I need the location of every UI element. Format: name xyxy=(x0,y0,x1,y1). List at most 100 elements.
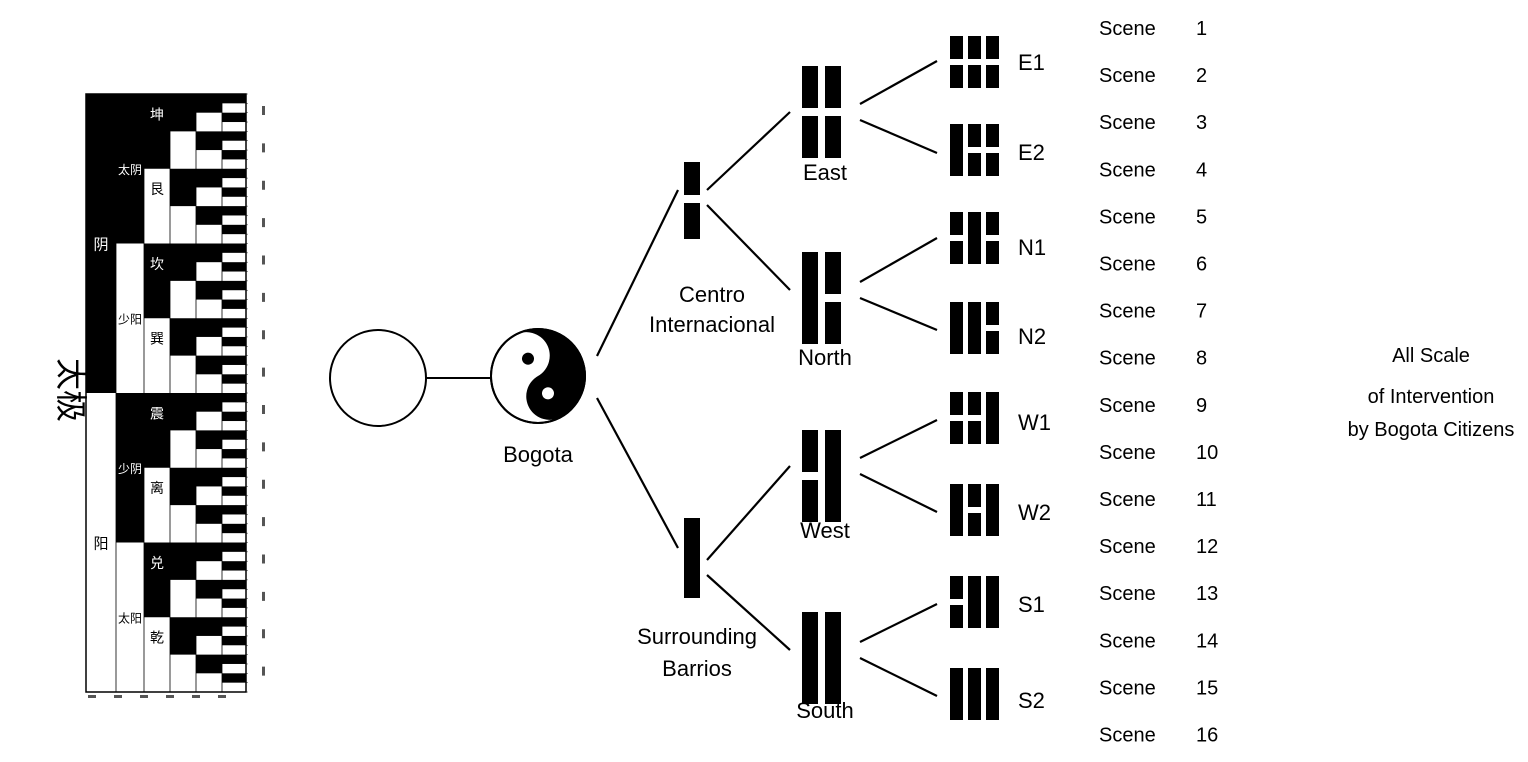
taiji-four-image-label: 太阴 xyxy=(118,162,142,177)
tree-connector-line xyxy=(596,397,679,549)
w2-bar-solid xyxy=(950,484,963,536)
scene-word: Scene xyxy=(1099,65,1156,87)
n1-bar-broken-top xyxy=(950,212,963,235)
e1-bar-broken-top xyxy=(950,36,963,59)
taiji-cell-black xyxy=(170,467,196,506)
east-bar-broken-top xyxy=(802,66,818,108)
taiji-cell-black xyxy=(222,131,246,141)
w1-bar-solid xyxy=(986,392,999,444)
tree-connector-line xyxy=(859,473,938,513)
barrios-bar xyxy=(684,518,700,598)
scene-word: Scene xyxy=(1099,677,1156,699)
taiji-trigram-label: 巽 xyxy=(150,332,164,348)
west-bar-solid xyxy=(825,430,841,522)
taiji-cell-black xyxy=(170,94,196,132)
taiji-cell-black xyxy=(196,318,222,337)
scene-word: Scene xyxy=(1099,489,1156,511)
centro-label-line-1: Centro xyxy=(679,282,745,307)
scene-word: Scene xyxy=(1099,159,1156,181)
taiji-side-note-mark xyxy=(262,218,265,228)
taiji-cell-black xyxy=(196,94,222,113)
tree-connector-line xyxy=(596,189,679,357)
taiji-yang-label: 阳 xyxy=(93,535,108,553)
taiji-cell-black xyxy=(222,542,246,552)
barrios-label-line-1: Surrounding xyxy=(637,624,757,649)
scene-word: Scene xyxy=(1099,301,1156,323)
taiji-cell-black xyxy=(196,168,222,188)
w1-label: W1 xyxy=(1018,410,1051,435)
tree-labels: CentroInternacionalSurroundingBarriosEas… xyxy=(637,50,1051,723)
tree-connector-line xyxy=(859,237,938,283)
scene-number: 7 xyxy=(1196,301,1207,323)
taiji-cell-black xyxy=(196,131,222,151)
taiji-cell-black xyxy=(222,336,246,347)
note-line-1: All Scale xyxy=(1392,345,1470,367)
taiji-bottom-note-mark xyxy=(140,695,148,698)
taiji-bottom-note-mark xyxy=(166,695,174,698)
tree-connector-line xyxy=(859,296,938,332)
taiji-side-note-mark xyxy=(262,367,265,377)
scene-word: Scene xyxy=(1099,112,1156,134)
taiji-cell-black xyxy=(222,224,246,235)
taiji-cell-black xyxy=(196,206,222,225)
taiji-title: 太极 xyxy=(52,358,90,422)
tree-connector-line xyxy=(859,118,938,155)
w1-bar-broken-bottom xyxy=(968,421,981,444)
taiji-cell-black xyxy=(222,467,246,478)
n1-bar-broken-bottom xyxy=(986,241,999,264)
w2-bar-solid xyxy=(986,484,999,536)
s1-label: S1 xyxy=(1018,592,1045,617)
tree-nodes xyxy=(684,36,999,720)
south-bar-solid xyxy=(825,612,841,704)
scene-word: Scene xyxy=(1099,536,1156,558)
taiji-cell-black xyxy=(170,393,196,431)
n2-bar-broken-top xyxy=(986,302,999,325)
tree-connector-line xyxy=(706,111,791,191)
n2-bar-solid xyxy=(968,302,981,354)
scene-number: 4 xyxy=(1196,159,1207,181)
s1-bar-broken-bottom xyxy=(950,605,963,628)
scene-word: Scene xyxy=(1099,442,1156,464)
taiji-trigram-label: 震 xyxy=(150,406,164,422)
e2-bar-broken-top xyxy=(986,124,999,147)
s1-bar-solid xyxy=(986,576,999,628)
taiji-cell-black xyxy=(222,579,246,590)
taiji-cell-black xyxy=(222,262,246,272)
taiji-side-note-mark xyxy=(262,143,265,153)
tree-connector-line xyxy=(706,204,791,291)
taiji-cell-black xyxy=(222,355,246,365)
n2-bar-broken-bottom xyxy=(986,331,999,354)
taiji-cell-black xyxy=(170,243,196,281)
scene-number: 12 xyxy=(1196,536,1218,558)
taiji-cell-black xyxy=(222,635,246,646)
taiji-cell-black xyxy=(222,449,246,459)
taiji-side-note-mark xyxy=(262,292,265,302)
taiji-cell-black xyxy=(144,94,170,169)
north-label: North xyxy=(798,345,852,370)
north-bar-solid xyxy=(802,252,818,344)
taiji-yin-label: 阴 xyxy=(93,236,108,254)
scene-number: 6 xyxy=(1196,254,1207,276)
taiji-bottom-note-mark xyxy=(192,695,200,698)
west-bar-broken-top xyxy=(802,430,818,472)
n1-bar-broken-bottom xyxy=(950,241,963,264)
e1-bar-broken-bottom xyxy=(968,65,981,88)
taiji-cell-black xyxy=(222,430,246,440)
e1-bar-broken-bottom xyxy=(986,65,999,88)
east-bar-broken-top xyxy=(825,66,841,108)
taiji-trigram-label: 离 xyxy=(150,480,164,497)
s2-bar-solid xyxy=(986,668,999,720)
e2-bar-broken-bottom xyxy=(986,153,999,176)
taiji-bottom-note-mark xyxy=(218,695,226,698)
tree-connector-line xyxy=(859,419,938,459)
taiji-cell-black xyxy=(222,187,246,197)
scene-number: 11 xyxy=(1196,489,1217,511)
tree-connector-line xyxy=(706,574,791,651)
taiji-trigram-label: 兑 xyxy=(150,556,164,572)
e2-bar-broken-bottom xyxy=(968,153,981,176)
north-bar-broken-top xyxy=(825,252,841,294)
taiji-cell-black xyxy=(196,617,222,636)
east-bar-broken-bottom xyxy=(802,116,818,158)
scene-number: 10 xyxy=(1196,442,1218,464)
taiji-cell-black xyxy=(196,542,222,562)
